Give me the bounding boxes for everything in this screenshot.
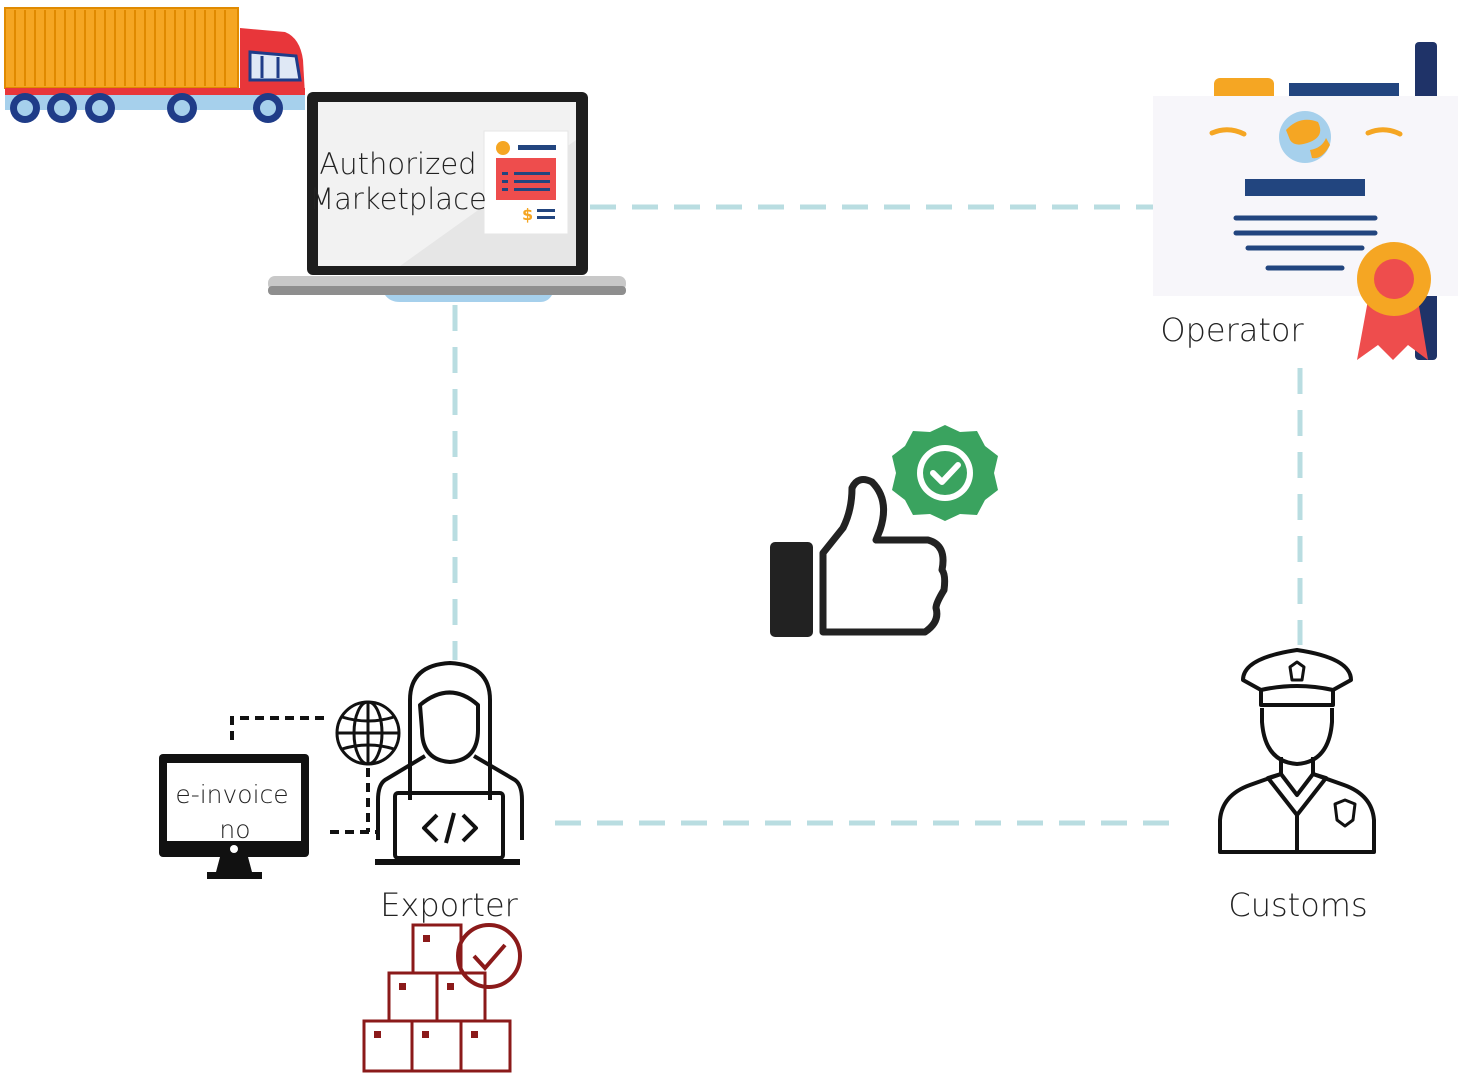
truck-icon bbox=[4, 7, 305, 123]
thumbs-up-icon bbox=[770, 425, 998, 637]
boxes-checked-icon bbox=[362, 923, 522, 1073]
connectors bbox=[452, 204, 1303, 826]
verified-badge-icon bbox=[892, 425, 998, 521]
laptop-icon: $ bbox=[268, 92, 626, 302]
exporter-label: Exporter bbox=[380, 886, 518, 924]
marketplace-label-line1: Authorized bbox=[319, 147, 476, 181]
einvoice-label-line2: no bbox=[219, 815, 250, 844]
customs-label: Customs bbox=[1228, 886, 1367, 924]
invoice-document-icon: $ bbox=[483, 130, 569, 235]
operator-label: Operator bbox=[1160, 311, 1304, 349]
einvoice-label-line1: e-invoice bbox=[175, 780, 288, 809]
network-connectors bbox=[230, 716, 378, 834]
customs-officer-icon bbox=[1218, 648, 1376, 854]
monitor-icon bbox=[159, 754, 309, 879]
certificate-icon bbox=[1153, 42, 1458, 360]
svg-text:$: $ bbox=[522, 205, 533, 224]
globe-icon bbox=[335, 700, 401, 766]
marketplace-label-line2: Marketplace bbox=[309, 182, 487, 216]
exporter-developer-icon bbox=[375, 661, 524, 865]
